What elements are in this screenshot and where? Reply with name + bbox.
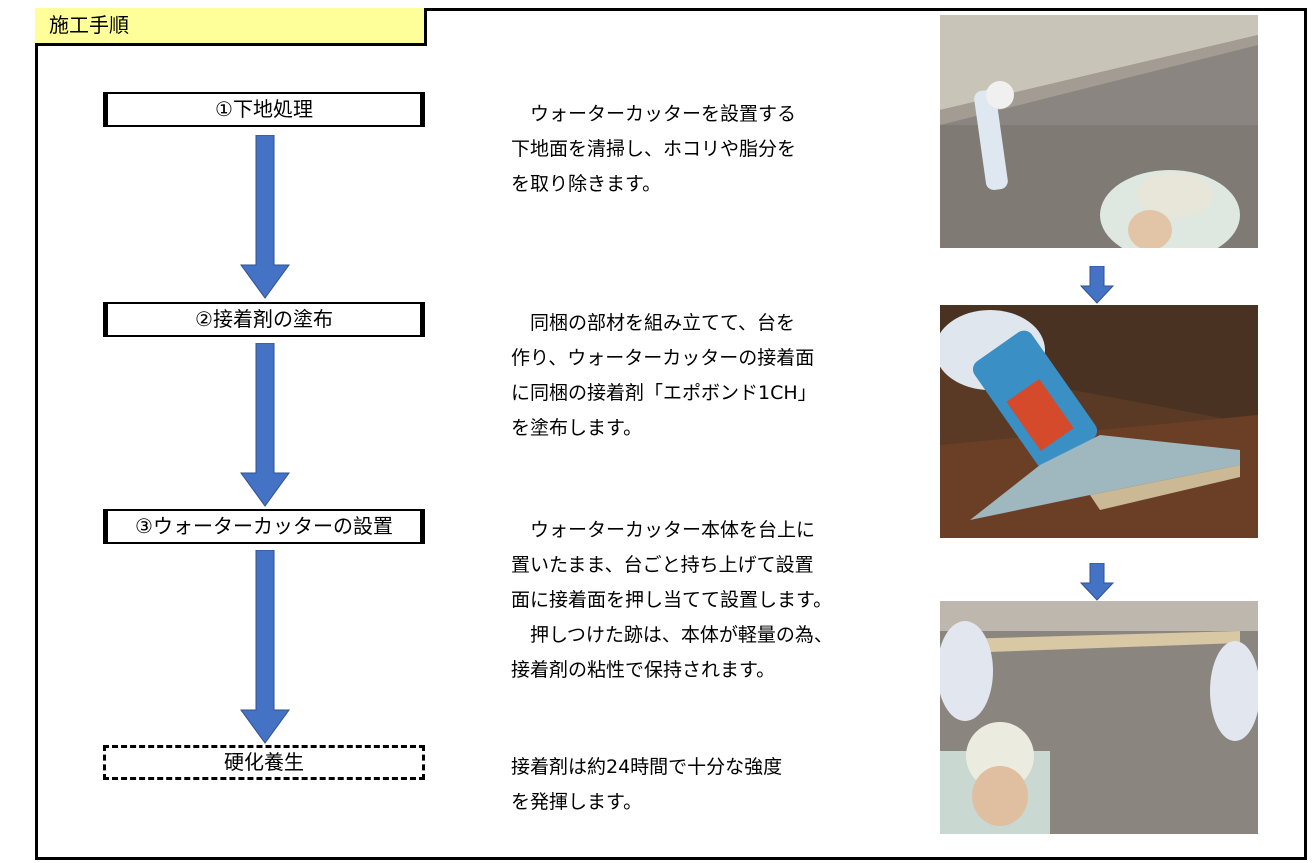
photo-adhesive-application — [940, 305, 1258, 538]
photo-arrow-down-icon — [1080, 563, 1114, 601]
step-1-description: ウォーターカッターを設置する 下地面を清掃し、ホコリや脂分を を取り除きます。 — [511, 103, 797, 195]
step-4-description: 接着剤は約24時間で十分な強度 を発揮します。 — [511, 756, 783, 813]
flow-arrow-down-icon — [240, 343, 290, 507]
step-3-box: ③ウォーターカッターの設置 — [103, 509, 425, 544]
flow-arrow-down-icon — [240, 550, 290, 744]
photo-arrow-down-icon — [1080, 266, 1114, 304]
section-title: 施工手順 — [35, 8, 427, 46]
step-2-description: 同梱の部材を組み立てて、台を 作り、ウォーターカッターの接着面 に同梱の接着剤「… — [511, 312, 817, 439]
flow-arrow-down-icon — [240, 135, 290, 299]
step-4-box-dashed: 硬化養生 — [103, 745, 425, 780]
photo-cutter-installation — [940, 601, 1258, 834]
step-1-box: ①下地処理 — [103, 92, 425, 127]
step-3-description: ウォーターカッター本体を台上に 置いたまま、台ごと持ち上げて設置 面に接着面を押… — [511, 519, 833, 681]
step-2-box: ②接着剤の塗布 — [103, 302, 425, 337]
photo-surface-cleaning — [940, 15, 1258, 248]
